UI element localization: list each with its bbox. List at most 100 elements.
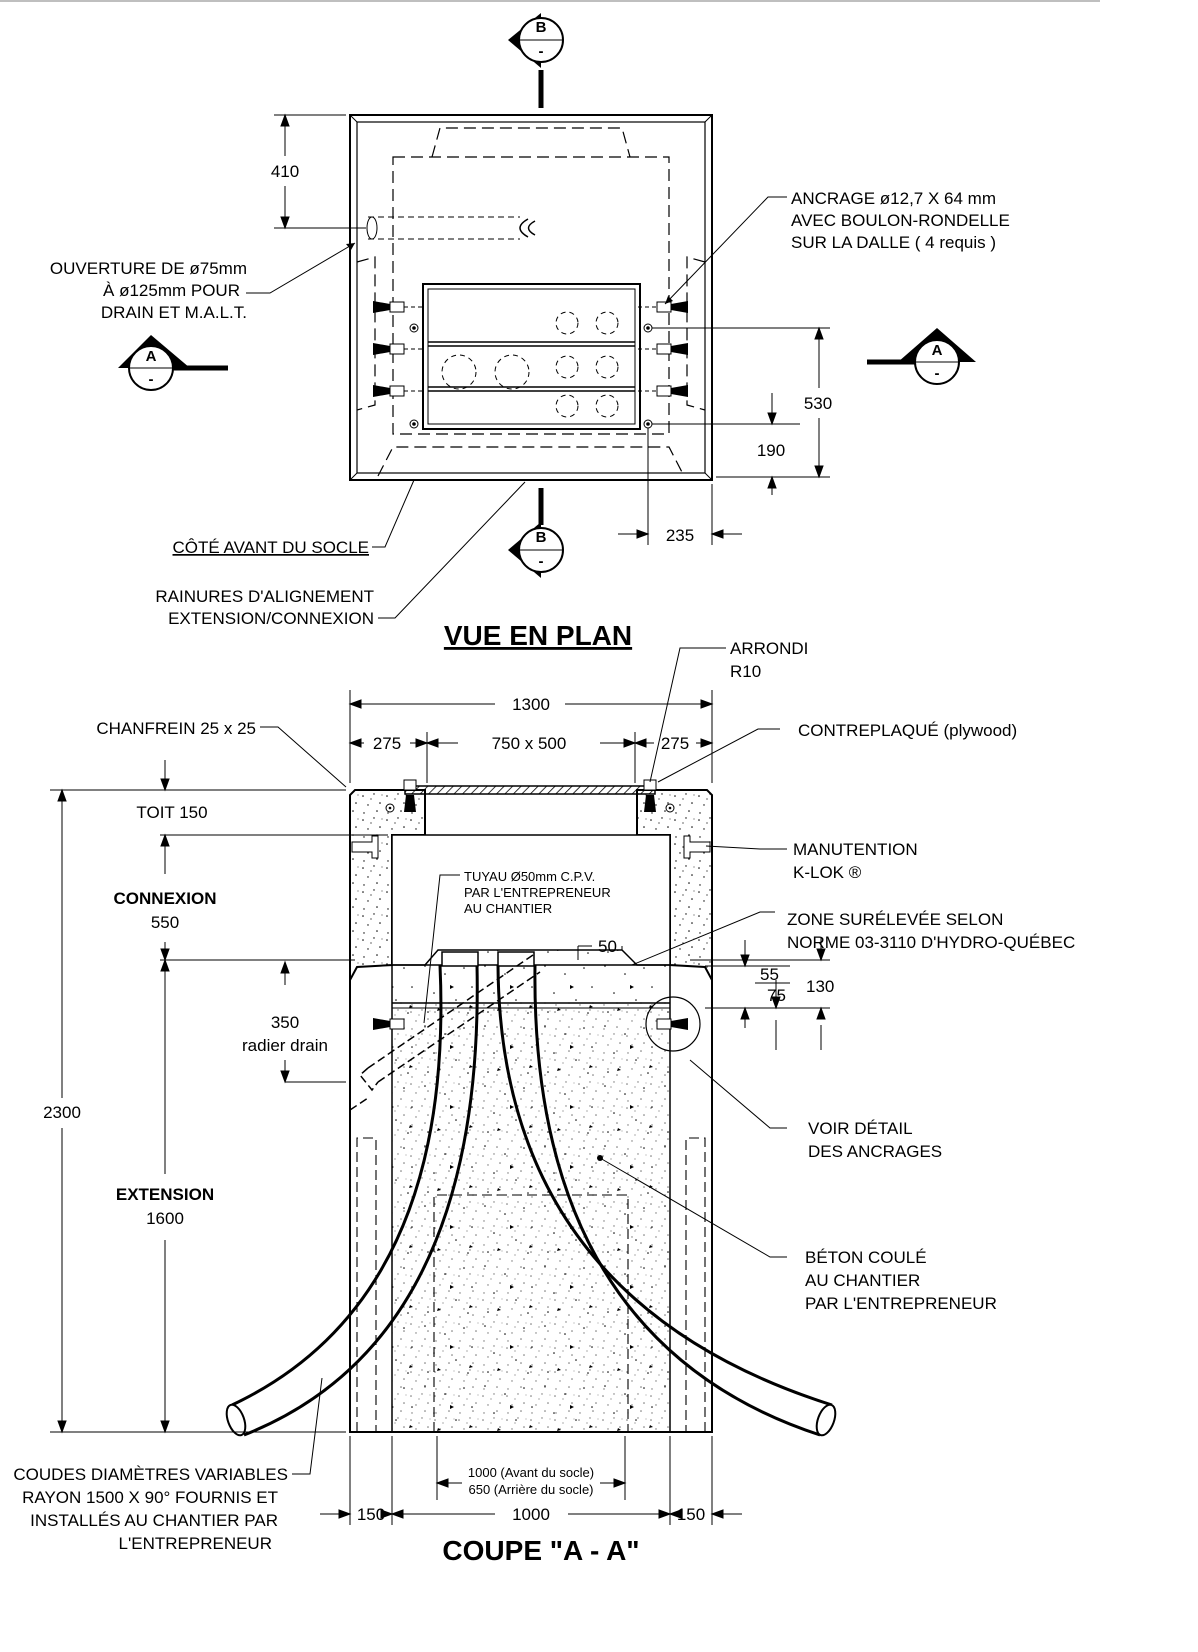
section-connexion-cavity [391,834,671,966]
detail-note: VOIR DÉTAIL DES ANCRAGES [808,1119,942,1161]
inner-width-note: 1000 (Avant du socle) 650 (Arrière du so… [468,1465,594,1497]
roof-note: TOIT 150 [136,803,207,822]
svg-text:A: A [932,342,943,359]
svg-text:OUVERTURE DE ø75mm: OUVERTURE DE ø75mm [50,259,247,278]
svg-text:INSTALLÉS AU CHANTIER PAR: INSTALLÉS AU CHANTIER PAR [30,1511,278,1530]
rounding-note: ARRONDI R10 [730,639,808,681]
plan-view-title: VUE EN PLAN [444,620,632,651]
svg-text:ARRONDI: ARRONDI [730,639,808,658]
dim-130-label: 130 [806,977,834,996]
section-marker-a-left: A - [118,335,228,391]
plan-central-plate [422,283,641,430]
svg-text:-: - [149,371,154,388]
svg-text:ZONE SURÉLEVÉE SELON: ZONE SURÉLEVÉE SELON [787,910,1003,929]
plan-inner-outline [356,121,706,474]
connexion-label: CONNEXION [114,889,217,908]
svg-text:AU CHANTIER: AU CHANTIER [464,901,552,916]
plan-outer-outline [349,114,713,481]
chamfer-note: CHANFREIN 25 x 25 [96,719,256,738]
svg-text:K-LOK ®: K-LOK ® [793,863,862,882]
drain-opening [366,216,536,240]
plan-dim-530-label: 530 [804,394,832,413]
drain-label: radier drain [242,1036,328,1055]
dim-275-left-label: 275 [373,734,401,753]
plan-leaders [246,196,787,619]
dim-1000-label: 1000 [512,1505,550,1524]
plywood-note: CONTREPLAQUÉ (plywood) [798,721,1017,740]
plan-anchors-left [373,301,424,397]
plan-dim-410 [274,113,366,230]
section-marker-b-top: B - [508,13,564,108]
raised-zone-note: ZONE SURÉLEVÉE SELON NORME 03-3110 D'HYD… [787,910,1075,952]
svg-text:-: - [539,553,544,570]
drain-pipe [349,954,541,1111]
section-marker-b-bottom: B - [508,488,564,578]
section-view: 1300 275 750 x 500 275 [13,639,1075,1566]
anchor-note: ANCRAGE ø12,7 X 64 mm AVEC BOULON-RONDEL… [791,189,1010,252]
svg-text:PAR L'ENTREPRENEUR: PAR L'ENTREPRENEUR [805,1294,997,1313]
section-bottom-dimensions [320,1436,742,1525]
svg-text:A: A [146,348,157,365]
plan-bolts [409,323,653,429]
svg-text:CHANFREIN 25 x 25: CHANFREIN 25 x 25 [96,719,256,738]
elbows-note: COUDES DIAMÈTRES VARIABLES RAYON 1500 X … [13,1465,288,1553]
mid-anchors [373,996,701,1052]
svg-text:-: - [935,365,940,382]
plywood-cover [404,785,656,795]
section-left-dimensions [50,760,388,1434]
section-view-title: COUPE "A - A" [442,1535,639,1566]
plan-dim-190-label: 190 [757,441,785,460]
svg-text:EXTENSION/CONNEXION: EXTENSION/CONNEXION [168,609,374,628]
dim-55-label: 55 [760,965,779,984]
svg-text:ANCRAGE ø12,7 X 64 mm: ANCRAGE ø12,7 X 64 mm [791,189,996,208]
top-anchors [385,779,675,813]
handling-note: MANUTENTION K-LOK ® [793,840,918,882]
front-side-note: CÔTÉ AVANT DU SOCLE [173,538,370,557]
svg-text:B: B [536,19,547,36]
svg-text:BÉTON COULÉ: BÉTON COULÉ [805,1248,927,1267]
extension-value: 1600 [146,1209,184,1228]
svg-text:À ø125mm POUR: À ø125mm POUR [103,281,240,300]
plan-anchors-right [638,301,688,397]
opening-note: OUVERTURE DE ø75mm À ø125mm POUR DRAIN E… [50,259,247,322]
dim-1300-label: 1300 [512,695,550,714]
k-lok-handling [351,835,711,859]
svg-text:DRAIN ET M.A.L.T.: DRAIN ET M.A.L.T. [101,303,247,322]
dim-75-label: 75 [767,986,786,1005]
extension-label: EXTENSION [116,1185,214,1204]
svg-text:B: B [536,529,547,546]
dim-150-right-label: 150 [677,1505,705,1524]
grooves-note: RAINURES D'ALIGNEMENT EXTENSION/CONNEXIO… [155,587,374,628]
plan-dim-235-label: 235 [666,526,694,545]
svg-text:VOIR DÉTAIL: VOIR DÉTAIL [808,1119,913,1138]
svg-text:RAINURES D'ALIGNEMENT: RAINURES D'ALIGNEMENT [155,587,374,606]
concrete-note: BÉTON COULÉ AU CHANTIER PAR L'ENTREPRENE… [805,1248,997,1313]
plan-hidden-lines [356,127,706,477]
svg-text:COUDES DIAMÈTRES VARIABLES: COUDES DIAMÈTRES VARIABLES [13,1465,288,1484]
svg-text:DES ANCRAGES: DES ANCRAGES [808,1142,942,1161]
plan-dim-235 [618,428,742,545]
pipe-note: TUYAU Ø50mm C.P.V. PAR L'ENTREPRENEUR AU… [464,869,611,916]
svg-text:1000 (Avant du socle): 1000 (Avant du socle) [468,1465,594,1480]
section-right-dimensions [577,937,830,1050]
section-hidden-lines [356,1137,706,1432]
svg-text:650 (Arrière du socle): 650 (Arrière du socle) [469,1482,594,1497]
plan-dim-530 [652,326,830,495]
section-marker-a-right: A - [867,328,976,385]
section-leaders [260,647,787,1475]
plan-view: 410 530 190 235 [50,113,1010,651]
svg-text:R10: R10 [730,662,761,681]
section-top-dimensions [348,690,714,783]
svg-text:MANUTENTION: MANUTENTION [793,840,918,859]
svg-text:AVEC BOULON-RONDELLE: AVEC BOULON-RONDELLE [791,211,1010,230]
dim-275-right-label: 275 [661,734,689,753]
dim-50-label: 50 [598,937,617,956]
svg-text:L'ENTREPRENEUR: L'ENTREPRENEUR [119,1534,272,1553]
svg-text:SUR LA DALLE ( 4 requis ): SUR LA DALLE ( 4 requis ) [791,233,996,252]
dim-750x500-label: 750 x 500 [492,734,567,753]
svg-text:-: - [539,43,544,60]
duct-elbows [231,964,833,1437]
dim-150-left-label: 150 [357,1505,385,1524]
svg-text:NORME 03-3110 D'HYDRO-QUÉBEC: NORME 03-3110 D'HYDRO-QUÉBEC [787,933,1075,952]
